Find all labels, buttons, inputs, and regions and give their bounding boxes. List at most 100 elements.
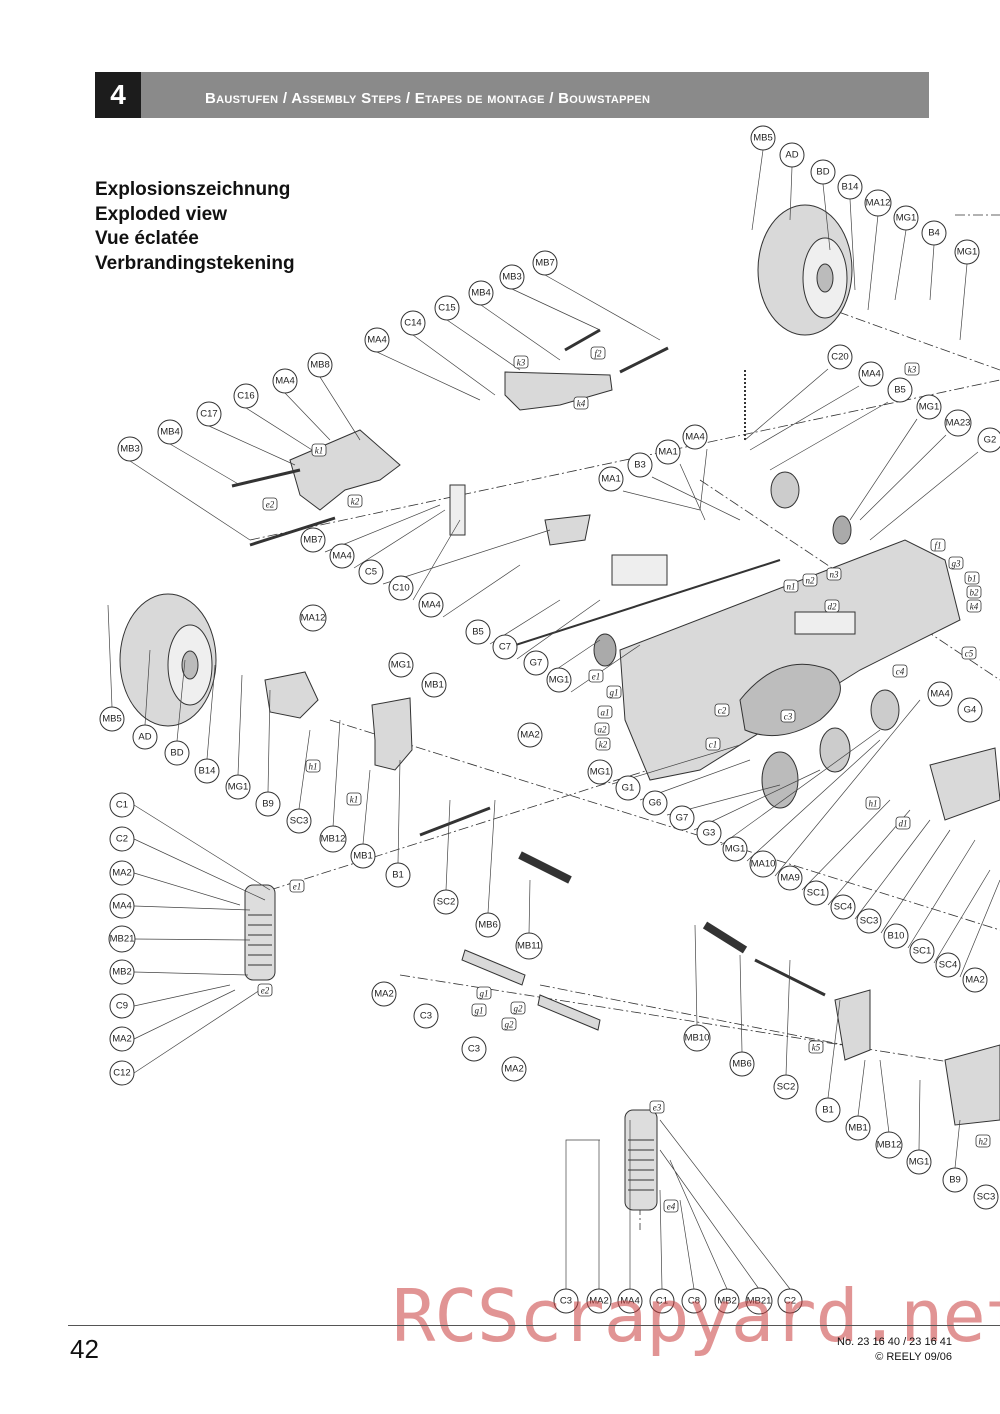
part-labels: MB5ADBDB14MA12MG1B4MG1MB7MB3MB4C15C14MA4… bbox=[99, 125, 1000, 1315]
svg-text:C14: C14 bbox=[404, 318, 421, 329]
svg-text:g2: g2 bbox=[505, 1020, 515, 1030]
svg-text:G7: G7 bbox=[676, 813, 689, 824]
title-english: Exploded view bbox=[95, 203, 227, 225]
wheel-upper-right bbox=[757, 204, 853, 336]
svg-text:g2: g2 bbox=[514, 1004, 524, 1014]
part-label-c3: C3 bbox=[413, 1003, 439, 1029]
svg-text:g3: g3 bbox=[952, 559, 962, 569]
part-label-b9: B9 bbox=[942, 1167, 968, 1193]
svg-text:MA2: MA2 bbox=[520, 730, 540, 741]
part-label-mb11: MB11 bbox=[515, 932, 543, 960]
part-label-ma1: MA1 bbox=[598, 466, 624, 492]
part-label-g7: G7 bbox=[523, 650, 549, 676]
watermark: RCScrapyard.net bbox=[392, 1274, 1000, 1358]
svg-text:e1: e1 bbox=[293, 882, 302, 892]
svg-text:MA10: MA10 bbox=[751, 859, 776, 870]
svg-text:MA2: MA2 bbox=[589, 1296, 609, 1307]
part-label-mb21: MB21 bbox=[745, 1287, 773, 1315]
svg-text:B9: B9 bbox=[949, 1175, 961, 1186]
svg-text:n3: n3 bbox=[830, 570, 840, 580]
part-label-sc2: SC2 bbox=[433, 889, 459, 915]
svg-text:BD: BD bbox=[816, 167, 829, 178]
part-label-mb8: MB8 bbox=[307, 352, 333, 378]
part-label-sc2: SC2 bbox=[773, 1074, 799, 1100]
part-label-b10: B10 bbox=[883, 923, 909, 949]
hardware-tag-e1: e1 bbox=[588, 669, 604, 683]
svg-text:MB8: MB8 bbox=[310, 360, 330, 371]
title-dutch: Verbrandingstekening bbox=[95, 252, 295, 274]
svg-text:d2: d2 bbox=[828, 602, 838, 612]
svg-text:B1: B1 bbox=[822, 1105, 834, 1116]
part-label-c8: C8 bbox=[681, 1288, 707, 1314]
title-german: Explosionszeichnung bbox=[95, 179, 291, 200]
hardware-tag-k5: k5 bbox=[808, 1040, 824, 1054]
svg-text:e2: e2 bbox=[266, 500, 275, 510]
svg-text:g1: g1 bbox=[480, 989, 489, 999]
svg-text:k3: k3 bbox=[908, 365, 917, 375]
svg-text:MB2: MB2 bbox=[717, 1296, 737, 1307]
hardware-tag-d1: d1 bbox=[895, 816, 911, 830]
hardware-tag-b1: b1 bbox=[964, 571, 980, 585]
svg-text:MA4: MA4 bbox=[685, 432, 705, 443]
hardware-tag-n3: n3 bbox=[826, 567, 842, 581]
part-label-mb5: MB5 bbox=[99, 706, 125, 732]
part-label-c20: C20 bbox=[827, 344, 853, 370]
svg-text:MA4: MA4 bbox=[332, 551, 352, 562]
part-label-g6: G6 bbox=[642, 790, 668, 816]
svg-text:B10: B10 bbox=[888, 931, 905, 942]
part-label-ma4: MA4 bbox=[617, 1288, 643, 1314]
part-label-mb3: MB3 bbox=[499, 264, 525, 290]
svg-text:MB2: MB2 bbox=[112, 967, 132, 978]
svg-text:k5: k5 bbox=[812, 1043, 821, 1053]
svg-text:c4: c4 bbox=[896, 667, 905, 677]
hardware-tag-g2: g2 bbox=[510, 1001, 526, 1015]
part-label-ma4: MA4 bbox=[682, 424, 708, 450]
part-label-g1: G1 bbox=[615, 775, 641, 801]
hardware-tag-e3: e3 bbox=[649, 1100, 665, 1114]
svg-text:e3: e3 bbox=[653, 1103, 662, 1113]
svg-text:SC2: SC2 bbox=[777, 1082, 795, 1093]
part-label-ma4: MA4 bbox=[329, 543, 355, 569]
svg-text:f1: f1 bbox=[934, 541, 941, 551]
svg-text:AD: AD bbox=[785, 150, 798, 161]
hardware-tag-k1: k1 bbox=[346, 792, 362, 806]
part-label-mb7: MB7 bbox=[300, 527, 326, 553]
part-label-sc3: SC3 bbox=[286, 808, 312, 834]
part-label-c10: C10 bbox=[388, 575, 414, 601]
hardware-tag-h2: h2 bbox=[975, 1134, 991, 1148]
part-label-ma4: MA4 bbox=[364, 327, 390, 353]
part-label-ma10: MA10 bbox=[749, 850, 777, 878]
svg-text:MG1: MG1 bbox=[919, 402, 940, 413]
svg-text:C3: C3 bbox=[560, 1296, 572, 1307]
part-label-mg1: MG1 bbox=[916, 394, 942, 420]
svg-text:MA4: MA4 bbox=[421, 600, 441, 611]
hardware-tag-a2: a2 bbox=[594, 722, 610, 736]
hardware-tag-c4: c4 bbox=[892, 664, 908, 678]
part-label-c3: C3 bbox=[553, 1288, 579, 1314]
part-label-c1: C1 bbox=[109, 792, 135, 818]
svg-text:k1: k1 bbox=[350, 795, 359, 805]
hardware-tag-k3: k3 bbox=[513, 355, 529, 369]
svg-text:SC1: SC1 bbox=[807, 888, 825, 899]
svg-text:B14: B14 bbox=[842, 182, 859, 193]
part-label-c14: C14 bbox=[400, 310, 426, 336]
part-label-mb10: MB10 bbox=[683, 1024, 711, 1052]
svg-text:e1: e1 bbox=[592, 672, 601, 682]
svg-text:k1: k1 bbox=[315, 446, 324, 456]
svg-text:C5: C5 bbox=[365, 567, 377, 578]
svg-text:SC4: SC4 bbox=[939, 960, 957, 971]
svg-text:MB6: MB6 bbox=[732, 1059, 752, 1070]
header-title: Baustufen / Assembly Steps / Etapes de m… bbox=[205, 90, 651, 107]
shock-absorber-bottom bbox=[624, 1109, 658, 1211]
svg-text:B14: B14 bbox=[199, 766, 216, 777]
svg-text:MA4: MA4 bbox=[620, 1296, 640, 1307]
svg-text:C3: C3 bbox=[468, 1044, 480, 1055]
hardware-tag-g1: g1 bbox=[476, 986, 492, 1000]
svg-text:MG1: MG1 bbox=[957, 247, 978, 258]
part-label-mb3: MB3 bbox=[117, 436, 143, 462]
svg-text:k2: k2 bbox=[351, 497, 360, 507]
svg-text:SC3: SC3 bbox=[977, 1192, 995, 1203]
part-label-b9: B9 bbox=[255, 791, 281, 817]
svg-text:MB10: MB10 bbox=[685, 1033, 710, 1044]
part-label-ma2: MA2 bbox=[962, 967, 988, 993]
